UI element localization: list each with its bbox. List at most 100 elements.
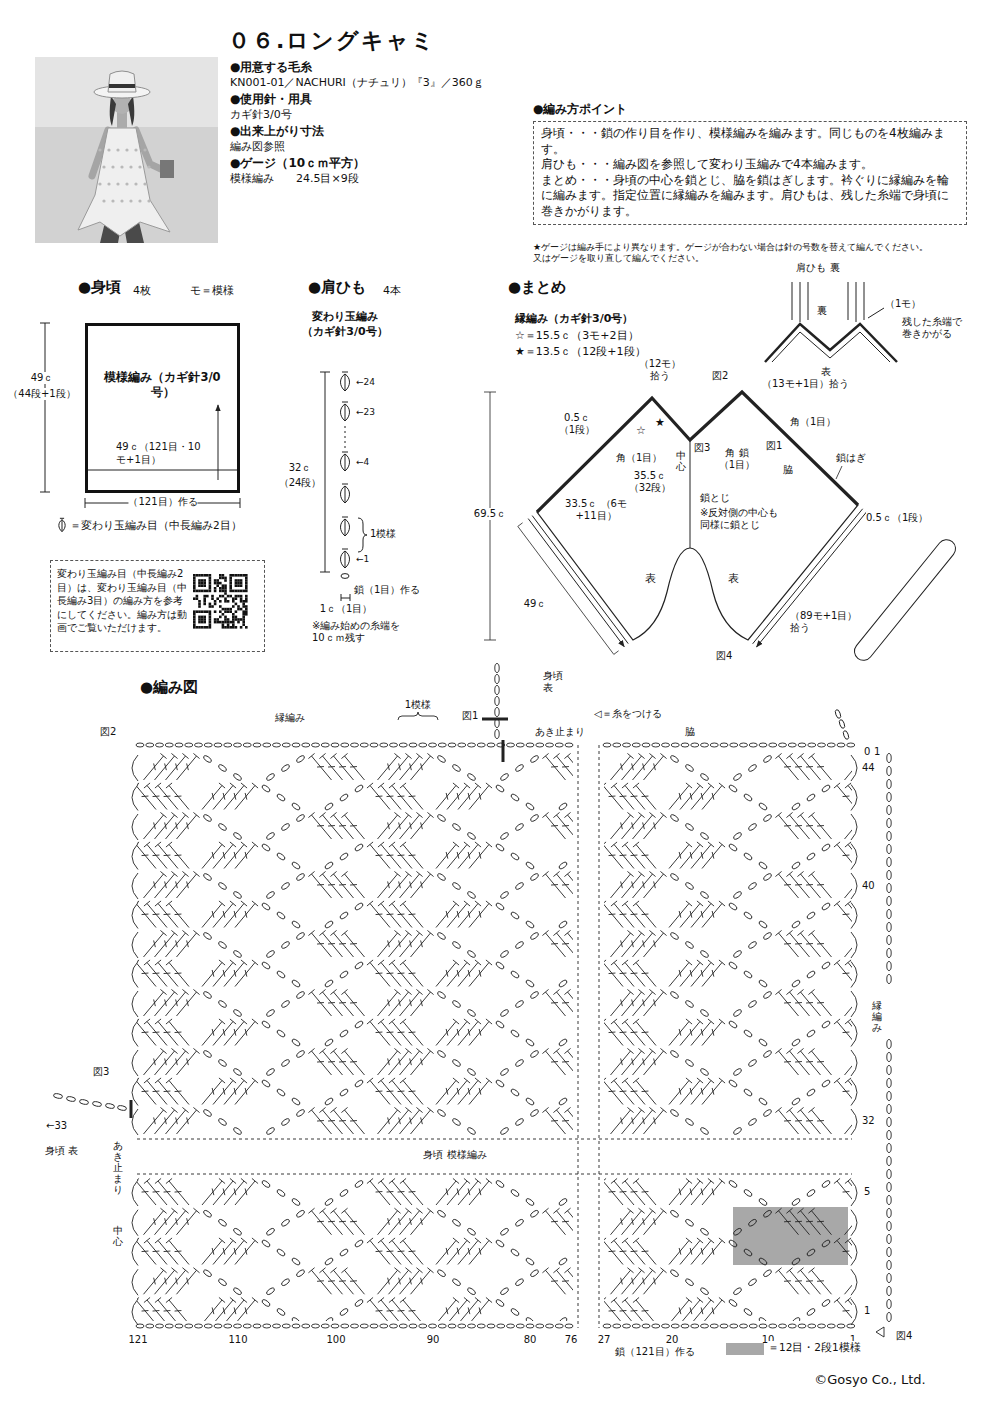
tall-stitch-group xyxy=(775,871,831,898)
chain-stitch xyxy=(806,793,816,802)
turning-chain xyxy=(132,755,138,781)
chain-stitch xyxy=(558,1097,568,1106)
chain-stitch xyxy=(266,832,276,841)
qr-module xyxy=(222,587,225,590)
repeat-bracket xyxy=(398,712,438,720)
tall-stitch-group xyxy=(202,1178,258,1205)
edging-strip xyxy=(851,536,959,664)
qr-module xyxy=(219,600,222,603)
tall-stitch-group xyxy=(378,812,434,839)
tall-stitch-group xyxy=(775,1107,831,1134)
tall-stitch-group xyxy=(436,842,492,869)
stitch-block xyxy=(137,753,573,1135)
chain-stitch xyxy=(730,743,738,747)
annotation-text: 鎖（121目）作る xyxy=(615,1346,694,1358)
qr-module xyxy=(198,590,201,593)
edging-line xyxy=(757,512,867,647)
annotation-text: ←23 xyxy=(356,407,375,418)
tall-stitch-group xyxy=(202,901,258,928)
tall-stitch-group xyxy=(542,753,573,780)
qr-module xyxy=(222,584,225,587)
annotation-text: 40 xyxy=(862,880,875,892)
tall-stitch-group xyxy=(202,842,258,869)
tall-stitch-group xyxy=(611,1208,667,1235)
lace-dot xyxy=(125,148,128,151)
chain-stitch xyxy=(546,1324,554,1328)
qr-module xyxy=(196,590,199,593)
chain-stitch xyxy=(821,1079,831,1088)
qr-module xyxy=(237,608,240,611)
chain-stitch xyxy=(261,1239,271,1248)
chain-stitch xyxy=(282,743,290,747)
chain-stitch xyxy=(302,743,310,747)
chain-stitch xyxy=(558,1317,568,1321)
chain-stitch xyxy=(681,1324,689,1328)
tall-stitch-group xyxy=(144,753,200,780)
qr-module xyxy=(229,610,232,613)
chain-stitch xyxy=(495,961,505,970)
chain-stitch xyxy=(788,1324,796,1328)
qr-module xyxy=(209,618,212,621)
section-heading: 縁編み（カギ針3/0号） xyxy=(515,312,633,325)
tall-stitch-group xyxy=(137,1178,189,1205)
chain-stitch xyxy=(266,1227,276,1236)
chain-stitch xyxy=(233,1227,243,1236)
qr-module xyxy=(211,597,214,600)
chain-stitch xyxy=(743,1088,753,1097)
tall-stitch-group xyxy=(611,1048,667,1075)
tall-stitch-group xyxy=(436,960,492,987)
tall-stitch-group xyxy=(611,871,667,898)
chain-stitch xyxy=(525,1317,535,1321)
lace-dot xyxy=(98,182,101,185)
pattern-piece-box: 模様編み（カギ針3/0号）49ｃ（121目・10モ+1目） xyxy=(85,323,240,493)
qr-module xyxy=(232,605,235,608)
qr-module xyxy=(216,621,219,624)
chain-stitch xyxy=(546,743,554,747)
chain-stitch xyxy=(507,743,515,747)
chain-stitch xyxy=(467,1287,477,1296)
chain-stitch xyxy=(276,970,286,979)
chain-stitch xyxy=(510,793,520,802)
chain-stitch xyxy=(733,832,743,841)
lace-dot xyxy=(138,165,141,168)
chain-stitch xyxy=(156,1324,164,1328)
qr-module xyxy=(193,621,196,624)
dimension-line xyxy=(341,594,350,601)
chain-stitch xyxy=(530,932,540,941)
tall-stitch-group xyxy=(137,1238,189,1265)
edge-chain-stitch xyxy=(838,719,845,729)
qr-module xyxy=(235,626,238,629)
qr-module xyxy=(229,590,232,593)
chain-stitch xyxy=(261,961,271,970)
tall-stitch-group xyxy=(775,1268,831,1295)
tall-stitch-group xyxy=(611,989,667,1016)
chain-stitch xyxy=(165,743,173,747)
chain-stitch xyxy=(788,743,796,747)
chain-stitch xyxy=(452,1000,462,1009)
qr-module xyxy=(214,618,217,621)
chain-stitch xyxy=(728,961,738,970)
edge-chain-stitch xyxy=(887,962,891,971)
annotation-text: 44 xyxy=(862,762,875,774)
qr-module xyxy=(222,626,225,629)
edge-chain-stitch xyxy=(53,1093,63,1099)
chain-stitch xyxy=(276,852,286,861)
qr-module xyxy=(240,590,243,593)
annotation-text: 鎖（1目）作る xyxy=(354,584,420,596)
qr-module xyxy=(198,618,201,621)
chain-stitch xyxy=(175,743,183,747)
tall-stitch-group xyxy=(542,989,573,1016)
edge-chain-stitch xyxy=(887,1235,891,1244)
chain-stitch xyxy=(516,743,524,747)
chain-stitch xyxy=(670,932,680,941)
qr-module xyxy=(209,574,212,577)
chain-stitch xyxy=(763,932,773,941)
annotation-text: 図4 xyxy=(896,1330,912,1342)
turning-chain xyxy=(851,755,857,781)
qr-module xyxy=(198,582,201,585)
chain-stitch xyxy=(808,743,816,747)
annotation-text: 35.5ｃ （32段） xyxy=(627,470,673,494)
turning-chain xyxy=(851,932,857,958)
chain-stitch xyxy=(448,743,456,747)
